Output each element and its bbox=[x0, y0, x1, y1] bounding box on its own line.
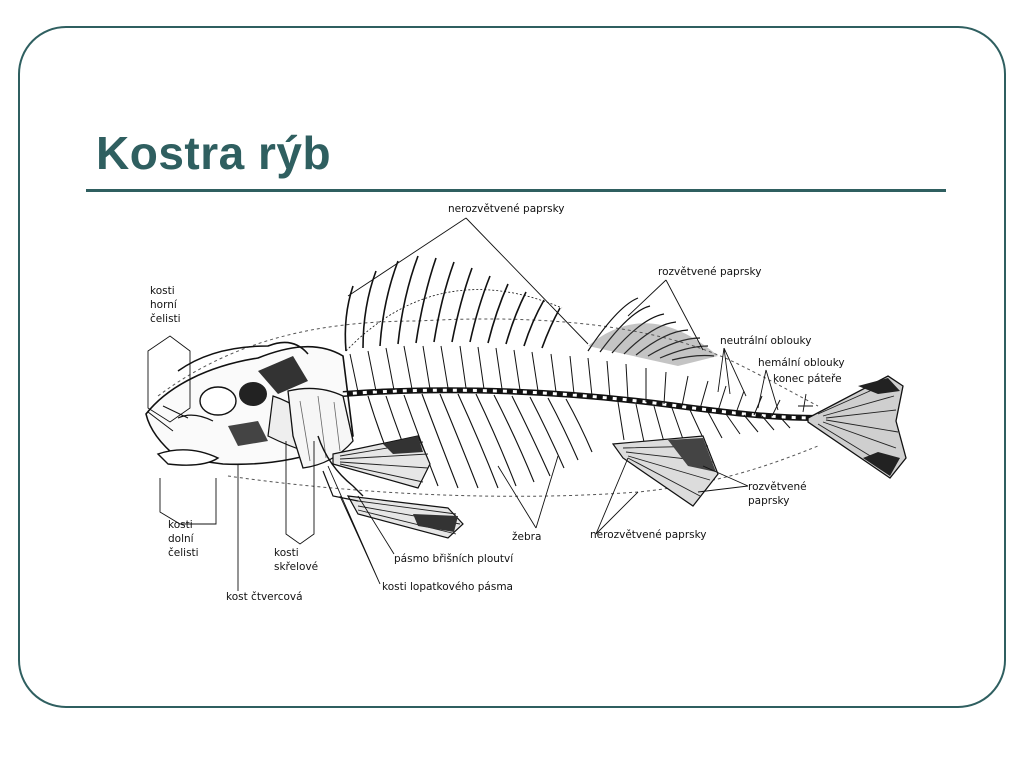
neural-arches bbox=[349, 345, 781, 417]
slide-title: Kostra rýb bbox=[96, 127, 332, 179]
label-skrelove-2: skřelové bbox=[274, 561, 318, 573]
label-horni-celist-2: horní bbox=[150, 299, 178, 311]
label-dolni-celist-3: čelisti bbox=[168, 547, 199, 559]
anal-fin bbox=[611, 435, 719, 507]
label-zebra: žebra bbox=[512, 531, 541, 543]
label-nerozvetvene-bottom: nerozvětvené paprsky bbox=[590, 529, 707, 541]
label-dolni-celist-2: dolní bbox=[168, 533, 195, 545]
label-skrelove-1: kosti bbox=[274, 547, 299, 559]
label-neutralni-oblouky: neutrální oblouky bbox=[720, 335, 811, 347]
pectoral-fin bbox=[332, 435, 431, 489]
ribs bbox=[367, 393, 593, 489]
hemal-arches bbox=[617, 401, 791, 443]
label-dolni-celist-1: kosti bbox=[168, 519, 193, 531]
label-nerozvetvene-top: nerozvětvené paprsky bbox=[448, 203, 565, 215]
leader-lines bbox=[147, 217, 813, 591]
label-rozvetvene-bottom-1: rozvětvené bbox=[748, 481, 807, 493]
label-kosti-lopatkoveho: kosti lopatkového pásma bbox=[382, 581, 513, 593]
label-konec-pateře: konec páteře bbox=[773, 373, 842, 385]
fish-skeleton-svg: nerozvětvené paprsky rozvětvené paprsky … bbox=[145, 203, 907, 603]
body-outline-bottom bbox=[227, 445, 819, 497]
dorsal-spines bbox=[344, 255, 561, 352]
label-rozvetvene-top: rozvětvené paprsky bbox=[658, 266, 761, 278]
label-rozvetvene-bottom-2: paprsky bbox=[748, 495, 789, 507]
label-horni-celist-3: čelisti bbox=[150, 313, 181, 325]
label-hemalni-oblouky: hemální oblouky bbox=[758, 357, 845, 369]
vertebral-column bbox=[342, 387, 819, 421]
slide-frame bbox=[18, 26, 1006, 708]
caudal-fin bbox=[807, 375, 907, 479]
second-dorsal-rays bbox=[587, 297, 715, 361]
title-underline bbox=[86, 189, 946, 192]
pelvic-fin bbox=[322, 470, 464, 539]
label-horni-celist-1: kosti bbox=[150, 285, 175, 297]
shoulder-girdle bbox=[317, 435, 364, 497]
skull bbox=[145, 341, 354, 469]
label-kost-ctvercova: kost čtvercová bbox=[226, 591, 303, 603]
fish-skeleton-diagram: nerozvětvené paprsky rozvětvené paprsky … bbox=[118, 196, 958, 616]
label-pasmo-brisnich: pásmo břišních ploutví bbox=[394, 553, 514, 565]
